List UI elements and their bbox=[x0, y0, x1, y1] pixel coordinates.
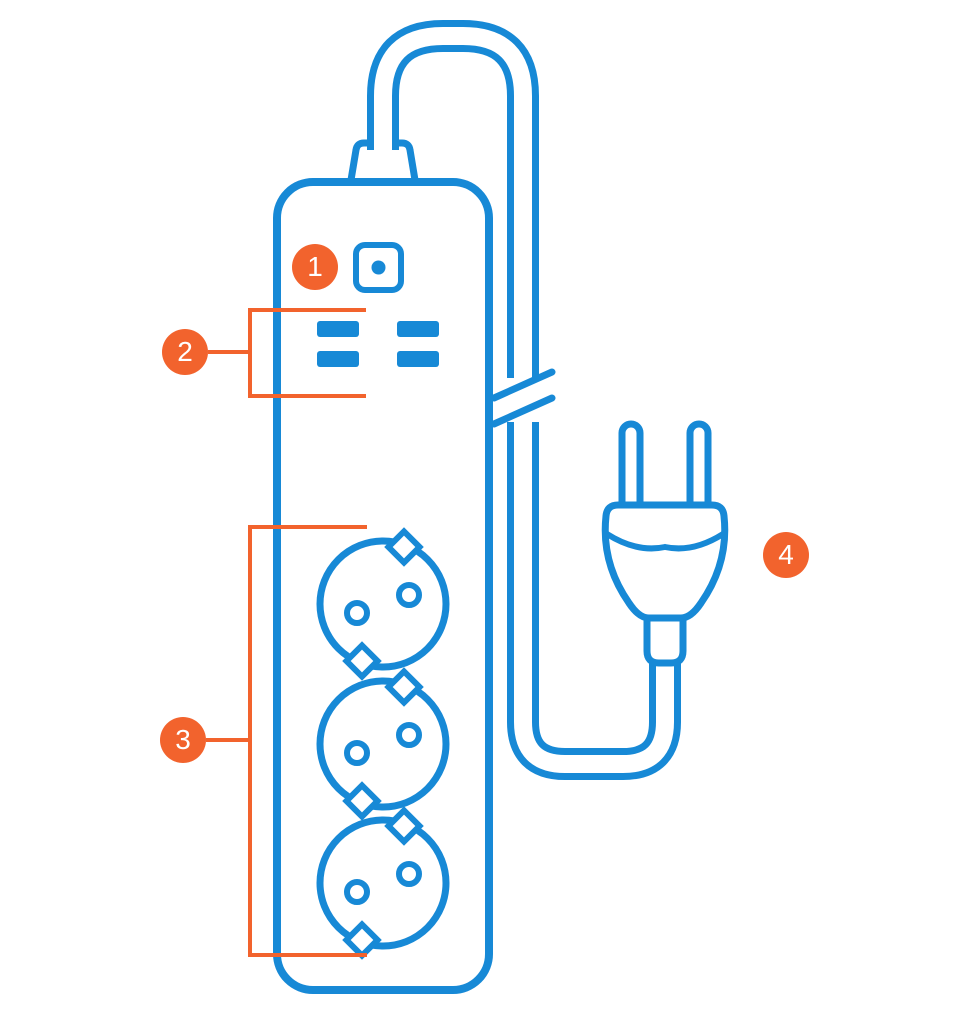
cord-neck bbox=[345, 139, 421, 190]
power-button-icon bbox=[353, 242, 404, 293]
cord-break-icon bbox=[490, 368, 556, 428]
callout-3-badge: 3 bbox=[160, 717, 206, 763]
mains-plug-icon bbox=[601, 420, 729, 667]
callout-2-badge: 2 bbox=[162, 329, 208, 375]
usb-ports-icon bbox=[317, 321, 439, 367]
socket-outlets-icon bbox=[320, 531, 446, 955]
callout-2-bracket bbox=[208, 308, 366, 398]
power-cord-icon bbox=[367, 20, 681, 780]
callout-1-badge: 1 bbox=[292, 244, 338, 290]
callout-3-bracket bbox=[206, 525, 367, 957]
callout-4-badge: 4 bbox=[763, 532, 809, 578]
